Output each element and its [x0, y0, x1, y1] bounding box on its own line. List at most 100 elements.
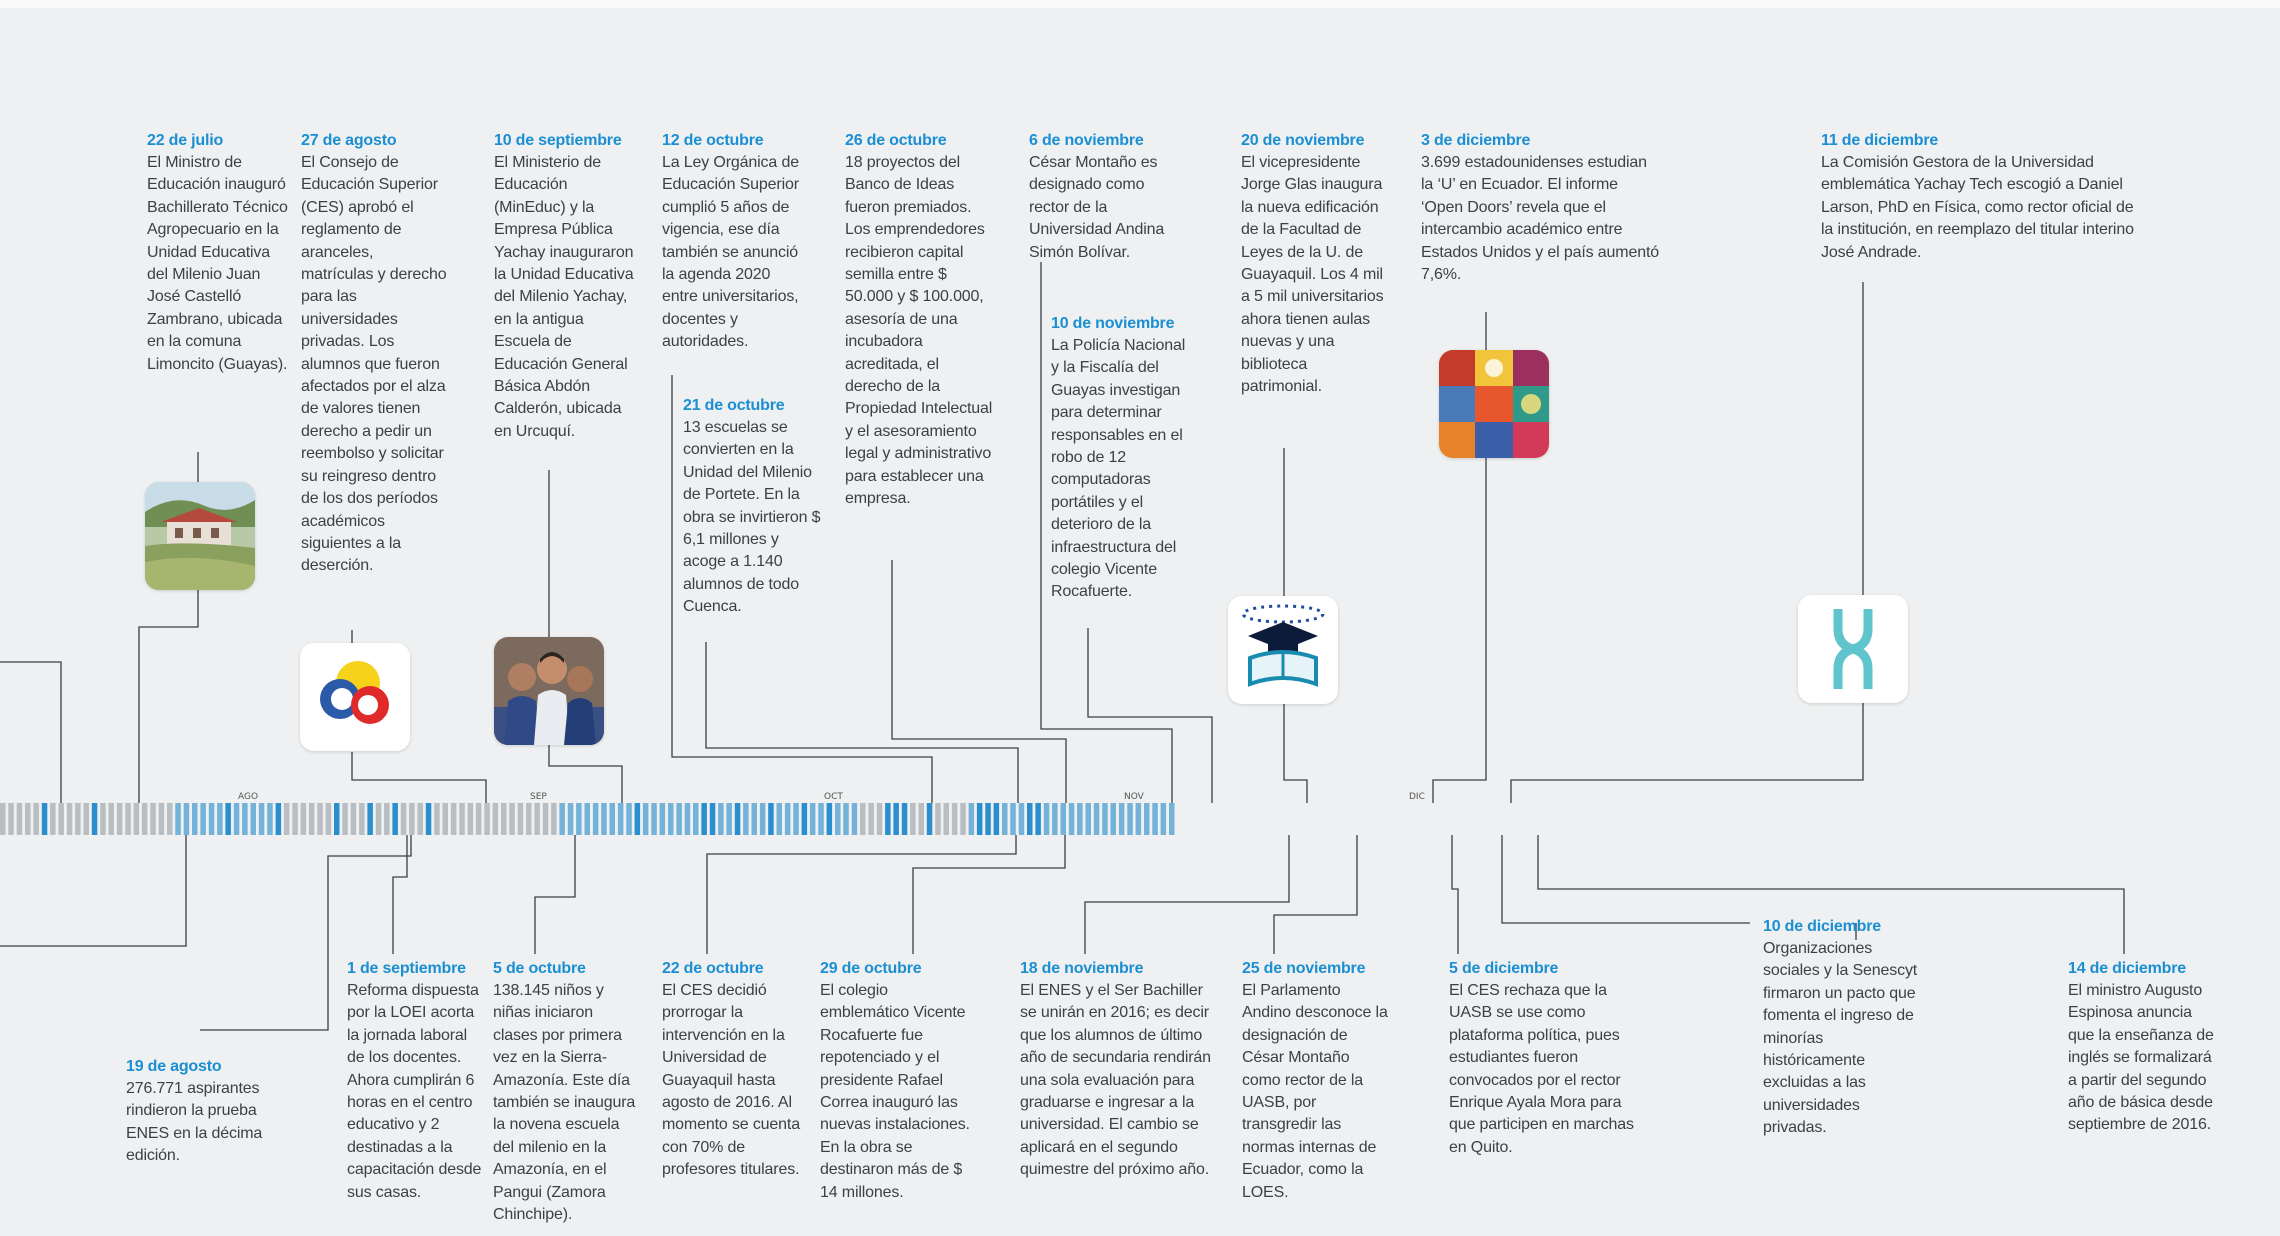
timeline-tick [651, 803, 657, 835]
school-photo-icon [145, 482, 255, 590]
timeline-tick [283, 803, 290, 835]
connector-line [138, 590, 199, 803]
event-date: 21 de octubre [683, 397, 785, 414]
timeline-tick [1035, 803, 1041, 835]
timeline-tick [384, 803, 390, 835]
timeline-tick [1052, 803, 1058, 835]
timeline-tick [233, 803, 240, 835]
timeline-tick [83, 803, 89, 835]
connector-line [706, 835, 1017, 954]
timeline-tick [484, 803, 490, 835]
timeline-tick [66, 803, 73, 835]
timeline-tick [634, 803, 641, 835]
timeline-tick [1077, 803, 1083, 835]
yachay-tech-logo [1798, 595, 1908, 703]
event-text: La Policía Nacional y la Fiscalía del Gu… [1051, 337, 1186, 601]
timeline-tick [217, 803, 223, 835]
event-date: 10 de septiembre [494, 132, 622, 149]
event-date: 1 de septiembre [347, 960, 466, 977]
connector-line [1283, 704, 1308, 803]
graduation-cap-icon [1228, 596, 1338, 704]
timeline-tick [509, 803, 515, 835]
timeline-tick [1135, 803, 1142, 835]
timeline-tick [400, 803, 407, 835]
timeline-tick [642, 803, 649, 835]
event-18-noviembre: 18 de noviembre El ENES y el Ser Bachill… [1020, 958, 1220, 1182]
timeline-tick [584, 803, 590, 835]
timeline-tick [918, 803, 924, 835]
timeline-tick [58, 803, 64, 835]
timeline-tick [1060, 803, 1066, 835]
children-photo [494, 637, 604, 745]
event-date: 6 de noviembre [1029, 132, 1144, 149]
timeline-tick [893, 803, 899, 835]
timeline-tick [25, 803, 31, 835]
timeline-tick [367, 803, 373, 835]
timeline-tick [334, 803, 340, 835]
timeline-tick [676, 803, 682, 835]
timeline-tick [860, 803, 866, 835]
timeline-tick [734, 803, 741, 835]
event-text: El ministro Augusto Espinosa anuncia que… [2068, 982, 2214, 1134]
timeline-tick [951, 803, 958, 835]
connector-line [1537, 835, 2125, 954]
event-date: 10 de noviembre [1051, 315, 1175, 332]
connector-line [1040, 262, 1173, 803]
timeline-tick [308, 803, 315, 835]
timeline-tick [1085, 803, 1091, 835]
timeline-tick [475, 803, 482, 835]
timeline-tick [684, 803, 691, 835]
timeline-tick [317, 803, 323, 835]
timeline-tick [693, 803, 699, 835]
event-1-septiembre: 1 de septiembre Reforma dispuesta por la… [347, 958, 487, 1204]
connector-line [534, 835, 576, 954]
timeline-tick [968, 803, 975, 835]
timeline-tick [926, 803, 933, 835]
month-label-dic: DIC [1409, 792, 1425, 802]
timeline-tick [617, 803, 624, 835]
timeline-tick [726, 803, 732, 835]
event-text: El colegio emblemático Vicente Rocafuert… [820, 982, 970, 1201]
timeline-tick [133, 803, 140, 835]
event-text: El Consejo de Educación Superior (CES) a… [301, 154, 447, 575]
event-text: César Montaño es designado como rector d… [1029, 154, 1165, 261]
timeline-tick [1110, 803, 1116, 835]
timeline-tick [50, 803, 56, 835]
timeline-tick [409, 803, 415, 835]
timeline-tick [175, 803, 181, 835]
timeline-tick [1144, 803, 1150, 835]
children-photo-icon [494, 637, 604, 745]
timeline-tick [1068, 803, 1075, 835]
timeline-tick [609, 803, 615, 835]
event-date: 5 de octubre [493, 960, 586, 977]
timeline-tick [751, 803, 757, 835]
event-date: 26 de octubre [845, 132, 947, 149]
event-14-diciembre: 14 de diciembre El ministro Augusto Espi… [2068, 958, 2214, 1137]
timeline-tick [843, 803, 849, 835]
school-photo [145, 482, 255, 590]
event-6-noviembre: 6 de noviembre César Montaño es designad… [1029, 130, 1177, 264]
event-text: El vicepresidente Jorge Glas inaugura la… [1241, 154, 1384, 396]
timeline-tick [1010, 803, 1016, 835]
timeline-tick [392, 803, 398, 835]
event-text: 3.699 estadounidenses estudian la ‘U’ en… [1421, 154, 1660, 284]
event-date: 3 de diciembre [1421, 132, 1531, 149]
connector-line [0, 661, 62, 803]
timeline-ticks [0, 803, 1175, 835]
timeline-tick [601, 803, 607, 835]
event-date: 18 de noviembre [1020, 960, 1144, 977]
connector-line [392, 835, 408, 954]
timeline-tick [709, 803, 716, 835]
event-26-octubre: 26 de octubre 18 proyectos del Banco de … [845, 130, 995, 511]
event-5-diciembre: 5 de diciembre El CES rechaza que la UAS… [1449, 958, 1649, 1159]
timeline-tick [818, 803, 824, 835]
event-text: 13 escuelas se convierten en la Unidad d… [683, 419, 821, 616]
timeline-tick [442, 803, 448, 835]
timeline-tick [885, 803, 891, 835]
timeline-tick [141, 803, 148, 835]
timeline-tick [1027, 803, 1033, 835]
connector-line [1087, 628, 1213, 803]
timeline-tick [592, 803, 599, 835]
timeline-tick [450, 803, 457, 835]
timeline-tick [542, 803, 549, 835]
